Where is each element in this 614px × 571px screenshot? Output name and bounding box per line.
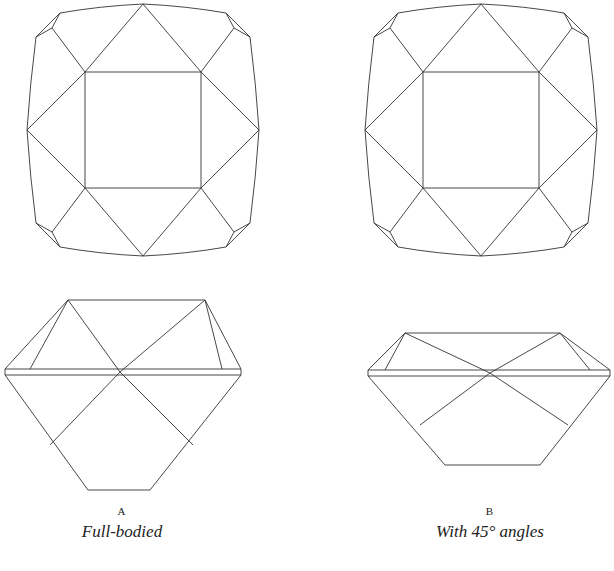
- figure-caption: Full-bodied: [82, 522, 162, 542]
- figure-caption: With 45° angles: [436, 522, 544, 542]
- side-view-a: [5, 300, 241, 490]
- side-view-b: [368, 333, 610, 465]
- top-view-a: [27, 4, 259, 256]
- top-view-b: [365, 4, 597, 256]
- figure-letter: B: [486, 505, 494, 517]
- figure-letter: A: [118, 505, 127, 517]
